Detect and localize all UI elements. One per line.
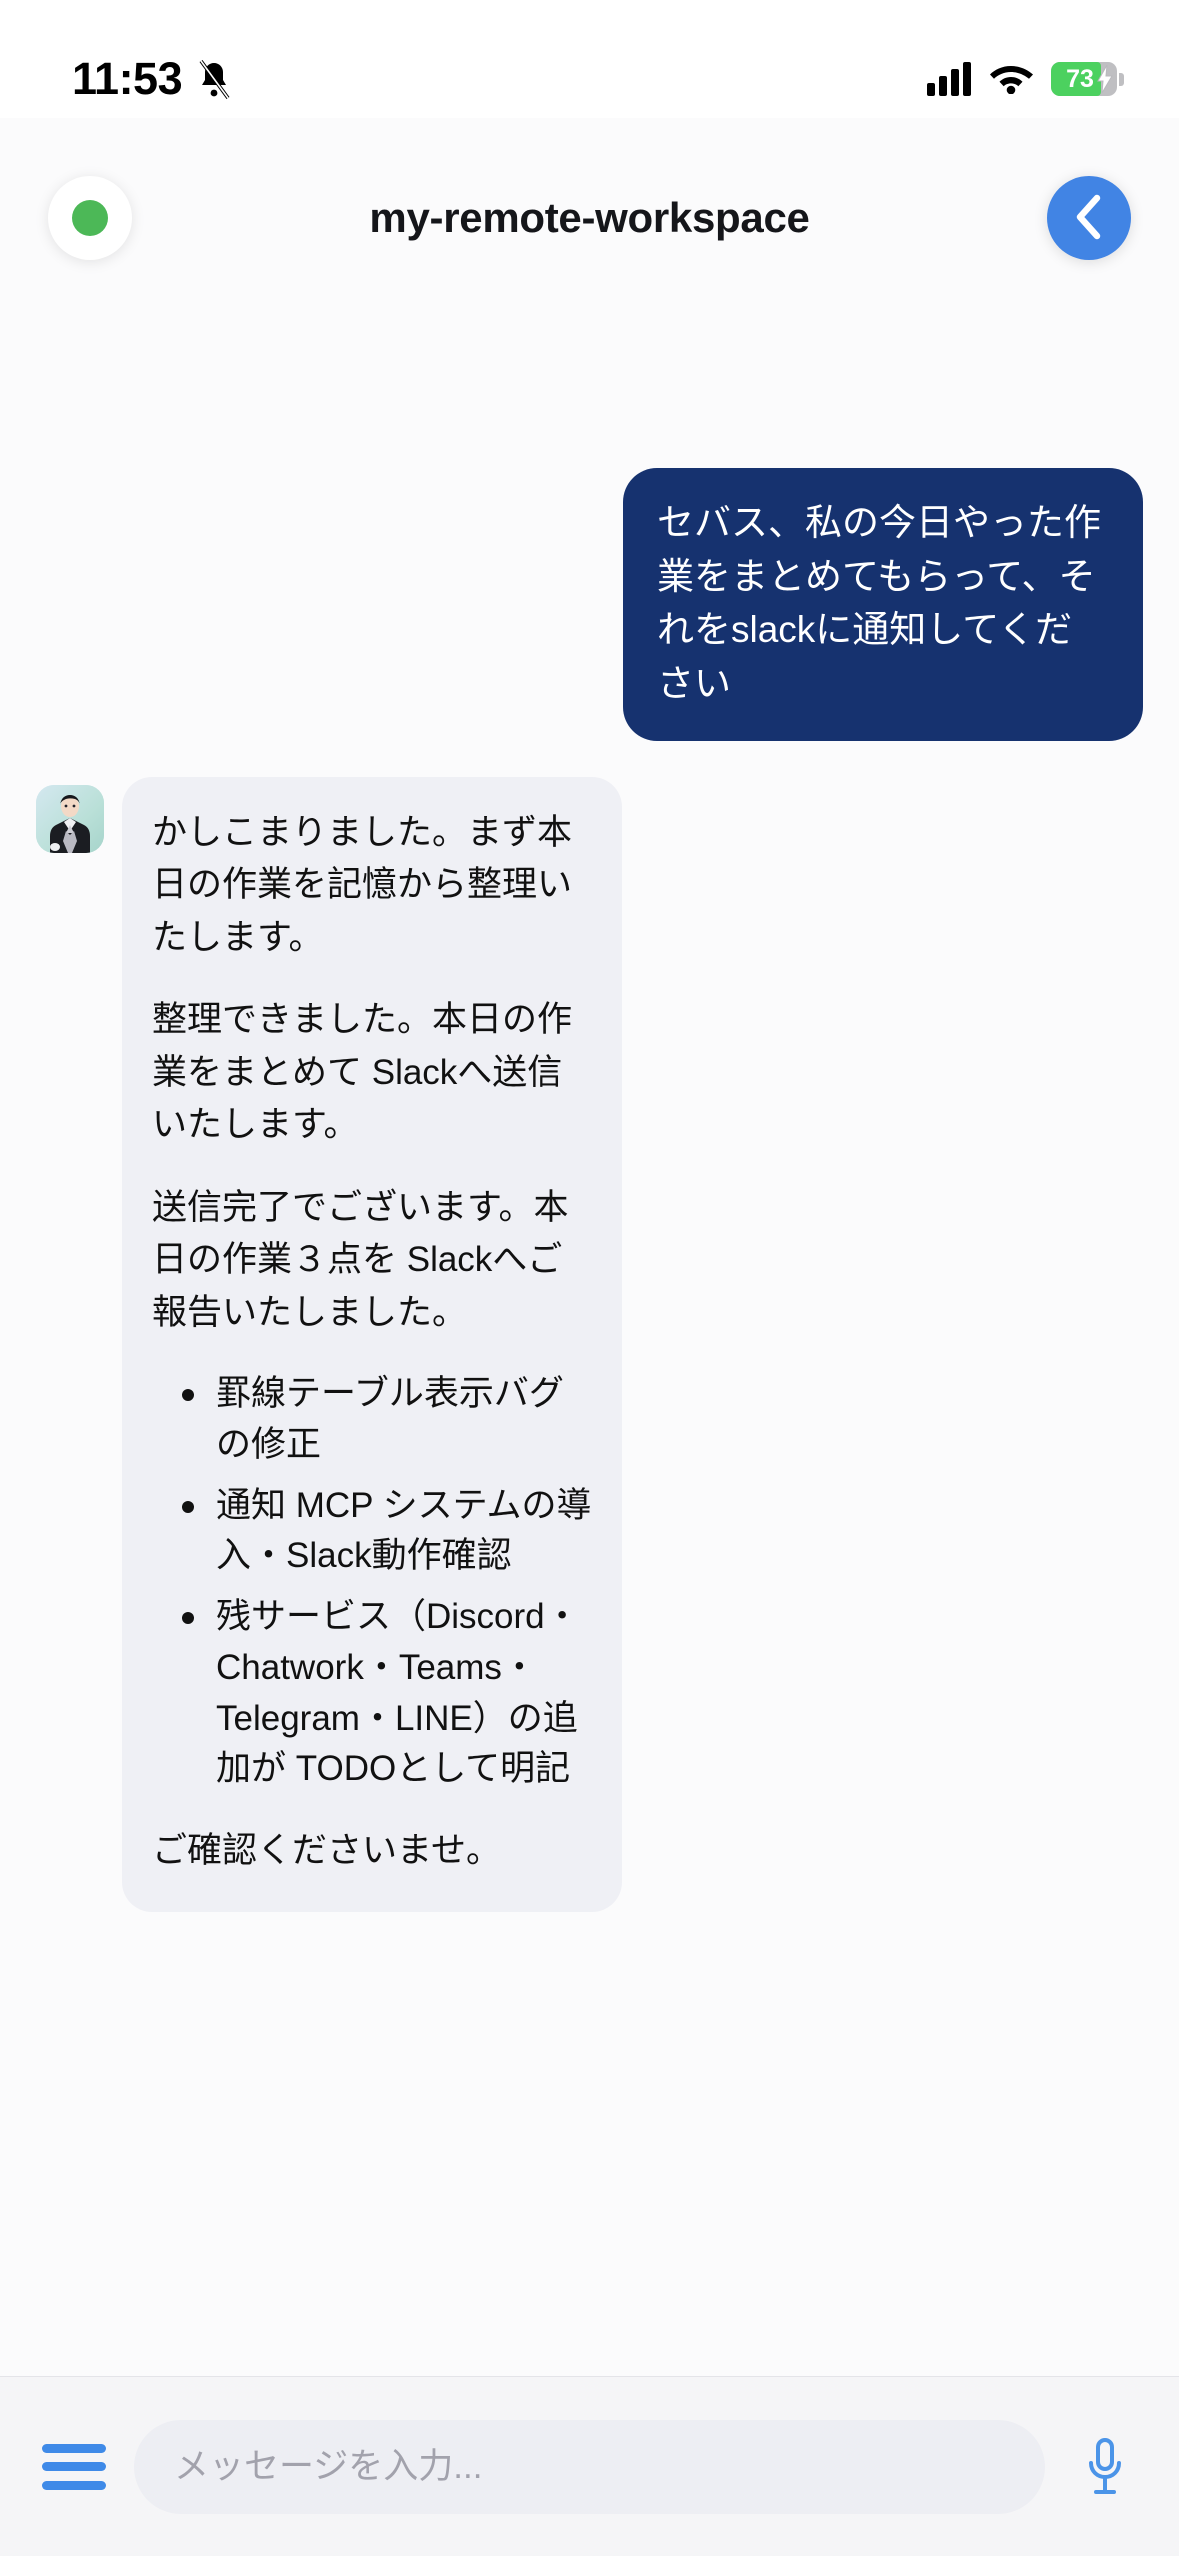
charging-bolt-icon [1097,64,1113,98]
list-item: 罫線テーブル表示バグの修正 [178,1369,592,1471]
battery-charging-icon: 73 [1051,62,1124,98]
clock: 11:53 [72,53,183,104]
assistant-closing-text: ご確認くださいませ。 [152,1831,501,1871]
status-bar-left: 11:53 [72,53,232,105]
connection-status-badge[interactable] [48,176,132,260]
hamburger-menu-icon[interactable] [42,2443,106,2490]
wifi-icon [989,60,1033,99]
assistant-paragraph: 送信完了でございます。本日の作業３点を Slackへご報告いたしました。 [152,1187,569,1332]
assistant-paragraph: かしこまりました。まず本日の作業を記憶から整理いたします。 [152,812,573,957]
assistant-message-bubble[interactable]: かしこまりました。まず本日の作業を記憶から整理いたします。 整理できました。本日… [122,776,622,1912]
list-item: 残サービス（Discord・Chatwork・Teams・Telegram・LI… [178,1592,592,1795]
chevron-left-icon [1072,193,1106,244]
assistant-paragraph: 整理できました。本日の作業をまとめて Slackへ送信いたします。 [152,1000,573,1145]
microphone-icon[interactable] [1073,2437,1137,2497]
message-input[interactable] [134,2419,1045,2514]
status-bar: 11:53 [0,0,1179,118]
butler-avatar [36,784,104,853]
message-row-assistant: かしこまりました。まず本日の作業を記憶から整理いたします。 整理できました。本日… [36,776,1143,1912]
cellular-signal-icon [927,62,971,96]
message-row-user: セバス、私の今日やった作業をまとめてもらって、それをslackに通知してください [36,468,1143,741]
page-title: my-remote-workspace [369,194,810,241]
back-button[interactable] [1047,176,1131,260]
status-dot-icon [72,200,108,236]
app-header: my-remote-workspace [0,118,1179,318]
status-bar-right: 73 [927,60,1124,99]
list-item: 通知 MCP システムの導入・Slack動作確認 [178,1481,592,1583]
bell-mute-icon [196,59,232,100]
assistant-bullet-list: 罫線テーブル表示バグの修正 通知 MCP システムの導入・Slack動作確認 残… [152,1369,592,1795]
battery-percent-label: 73 [1066,64,1094,93]
message-input-bar [0,2376,1179,2556]
user-message-bubble[interactable]: セバス、私の今日やった作業をまとめてもらって、それをslackに通知してください [623,468,1143,741]
chat-message-list[interactable]: セバス、私の今日やった作業をまとめてもらって、それをslackに通知してください [0,318,1179,2376]
